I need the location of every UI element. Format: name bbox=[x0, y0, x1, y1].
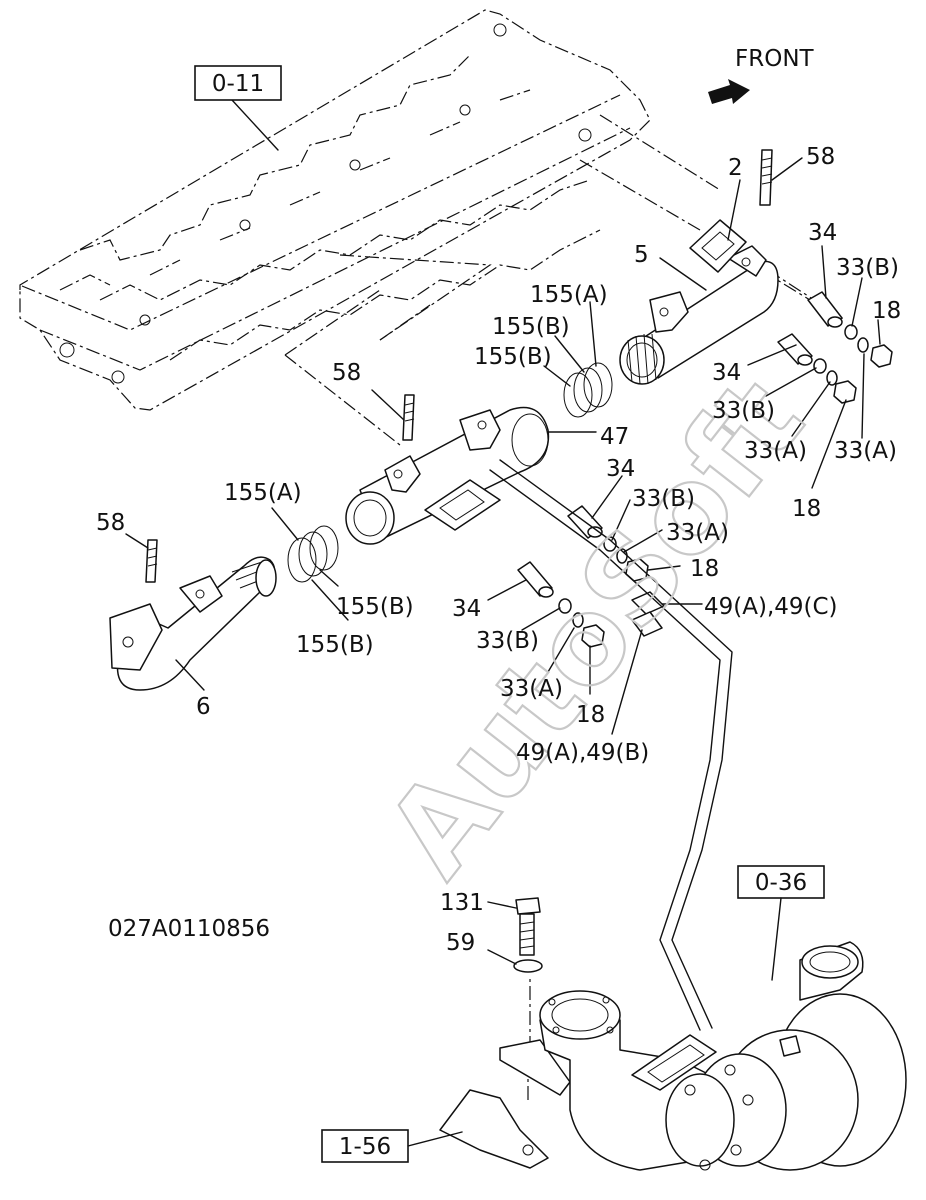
callout-155b-top2: 155(B) bbox=[474, 344, 552, 370]
callout-49ab: 49(A),49(B) bbox=[516, 740, 649, 766]
callout-131: 131 bbox=[440, 890, 484, 916]
svg-text:0-36: 0-36 bbox=[755, 870, 807, 896]
spacer-lower bbox=[777, 333, 813, 366]
ref-box-head[interactable]: 0-11 bbox=[194, 65, 282, 101]
lock-washer bbox=[513, 959, 543, 973]
stud-left bbox=[145, 539, 158, 583]
callout-33a-a: 33(A) bbox=[744, 438, 807, 464]
callout-155b-left1: 155(B) bbox=[336, 594, 414, 620]
callout-18-a: 18 bbox=[872, 298, 901, 324]
callout-33a-b: 33(A) bbox=[834, 438, 897, 464]
callout-155a-left: 155(A) bbox=[224, 480, 302, 506]
callout-18-c: 18 bbox=[690, 556, 719, 582]
seal-rings-top bbox=[563, 362, 613, 418]
seal-rings-left bbox=[287, 525, 339, 583]
washer-a-low bbox=[572, 612, 584, 628]
callout-59: 59 bbox=[446, 930, 475, 956]
exhaust-manifold-center bbox=[345, 406, 550, 545]
front-label: FRONT bbox=[735, 46, 815, 72]
washer-b-mid bbox=[603, 536, 617, 552]
callout-49ac: 49(A),49(C) bbox=[704, 594, 838, 620]
callout-34-c: 34 bbox=[606, 456, 635, 482]
callout-33b-a: 33(B) bbox=[836, 255, 899, 281]
callout-47: 47 bbox=[600, 424, 629, 450]
spacer-upper bbox=[807, 291, 843, 328]
washer-b-upper bbox=[844, 324, 858, 340]
turbocharger bbox=[539, 941, 907, 1171]
callout-33a-c: 33(A) bbox=[666, 520, 729, 546]
callout-labels: 2 58 5 34 33(B) 18 34 33(B) 33(A) 33(A) … bbox=[96, 144, 901, 956]
callout-5: 5 bbox=[634, 242, 649, 268]
callout-58-left: 58 bbox=[96, 510, 125, 536]
bracket bbox=[439, 1039, 571, 1169]
ref-box-turbo[interactable]: 0-36 bbox=[737, 865, 825, 899]
leader-lines bbox=[125, 157, 881, 965]
pipe-fitting-lower bbox=[631, 611, 663, 637]
callout-33a-d: 33(A) bbox=[500, 676, 563, 702]
callout-18-b: 18 bbox=[792, 496, 821, 522]
svg-text:1-56: 1-56 bbox=[339, 1134, 391, 1160]
callout-34-a: 34 bbox=[808, 220, 837, 246]
spacer-mid-lower bbox=[517, 561, 554, 598]
callout-33b-b: 33(B) bbox=[712, 398, 775, 424]
ref-box-bracket[interactable]: 1-56 bbox=[321, 1129, 409, 1163]
cylinder-head-outline bbox=[19, 9, 651, 411]
nut-lower bbox=[833, 380, 857, 404]
front-arrow-icon bbox=[708, 79, 750, 104]
drawing-code: 027A0110856 bbox=[108, 916, 270, 942]
washer-a-lower bbox=[826, 370, 838, 386]
callout-33b-c: 33(B) bbox=[632, 486, 695, 512]
stud-top bbox=[759, 149, 773, 206]
callout-18-d: 18 bbox=[576, 702, 605, 728]
callout-58-top: 58 bbox=[806, 144, 835, 170]
callout-33b-d: 33(B) bbox=[476, 628, 539, 654]
callout-34-d: 34 bbox=[452, 596, 481, 622]
exhaust-manifold-rear bbox=[619, 245, 779, 385]
callout-155a-top: 155(A) bbox=[530, 282, 608, 308]
bolt bbox=[515, 897, 541, 956]
egr-pipe bbox=[489, 459, 733, 1031]
gasket bbox=[689, 219, 747, 273]
nut-low bbox=[581, 624, 605, 648]
callout-155b-top1: 155(B) bbox=[492, 314, 570, 340]
pipe-fitting-upper bbox=[631, 591, 665, 615]
exhaust-manifold-front bbox=[109, 556, 277, 691]
nut-upper bbox=[870, 344, 893, 368]
washer-b-lower bbox=[813, 358, 827, 374]
stud-mid bbox=[402, 394, 415, 441]
callout-58-mid: 58 bbox=[332, 360, 361, 386]
callout-155b-left2: 155(B) bbox=[296, 632, 374, 658]
callout-34-b: 34 bbox=[712, 360, 741, 386]
washer-a-upper bbox=[857, 337, 869, 353]
callout-6: 6 bbox=[196, 694, 211, 720]
svg-text:0-11: 0-11 bbox=[212, 71, 264, 97]
watermark: AutoSoft bbox=[360, 354, 830, 901]
washer-b-low bbox=[558, 598, 572, 614]
callout-2: 2 bbox=[728, 155, 743, 181]
